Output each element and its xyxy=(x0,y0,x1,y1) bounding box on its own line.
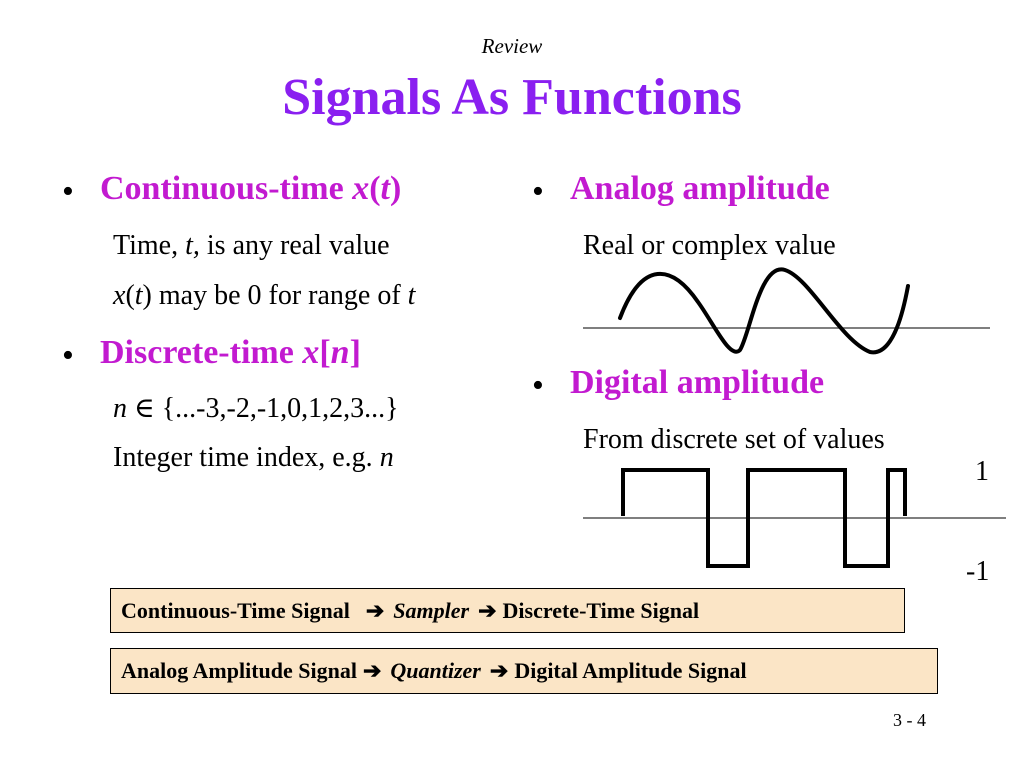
review-label: Review xyxy=(481,34,543,58)
page-number: 3 - 4 xyxy=(893,710,926,730)
digital-level-low-label: -1 xyxy=(966,556,990,587)
discrete-time-item: • xyxy=(62,336,74,376)
bullet-dot-icon: • xyxy=(62,173,74,210)
right-arrow-icon: ➔ xyxy=(365,597,385,623)
analog-amplitude-item: • xyxy=(532,172,544,212)
right-arrow-icon: ➔ xyxy=(489,658,509,683)
discrete-time-line-2: Integer time index, e.g. n xyxy=(113,442,394,473)
analog-waveform xyxy=(583,267,990,355)
continuous-time-line-2: x(t) may be 0 for range of t xyxy=(113,280,416,311)
slide-title: Signals As Functions xyxy=(282,69,742,126)
continuous-time-heading: Continuous-time x(t) xyxy=(100,170,402,207)
digital-waveform xyxy=(583,468,1006,568)
quantizer-box: Analog Amplitude Signal ➔ Quantizer ➔ Di… xyxy=(110,648,938,694)
digital-amplitude-heading: Digital amplitude xyxy=(570,364,825,401)
analog-wave-curve xyxy=(618,267,910,355)
analog-amplitude-heading: Analog amplitude xyxy=(570,170,830,207)
analog-amplitude-desc: Real or complex value xyxy=(583,230,836,261)
bullet-dot-icon: • xyxy=(532,173,544,210)
digital-amplitude-item: • xyxy=(532,366,544,406)
digital-square-wave xyxy=(621,468,907,568)
bullet-dot-icon: • xyxy=(62,337,74,374)
right-arrow-icon: ➔ xyxy=(478,597,497,623)
discrete-time-line-1: n ∈ {...-3,-2,-1,0,1,2,3...} xyxy=(113,393,399,424)
discrete-time-heading: Discrete-time x[n] xyxy=(100,334,361,371)
continuous-time-line-1: Time, t, is any real value xyxy=(113,230,390,261)
bullet-dot-icon: • xyxy=(532,367,544,404)
continuous-time-item: • xyxy=(62,172,74,212)
right-arrow-icon: ➔ xyxy=(362,658,382,683)
sampler-box: Continuous-Time Signal ➔ Sampler ➔ Discr… xyxy=(110,588,905,633)
digital-level-high-label: 1 xyxy=(975,456,989,487)
digital-amplitude-desc: From discrete set of values xyxy=(583,424,885,455)
